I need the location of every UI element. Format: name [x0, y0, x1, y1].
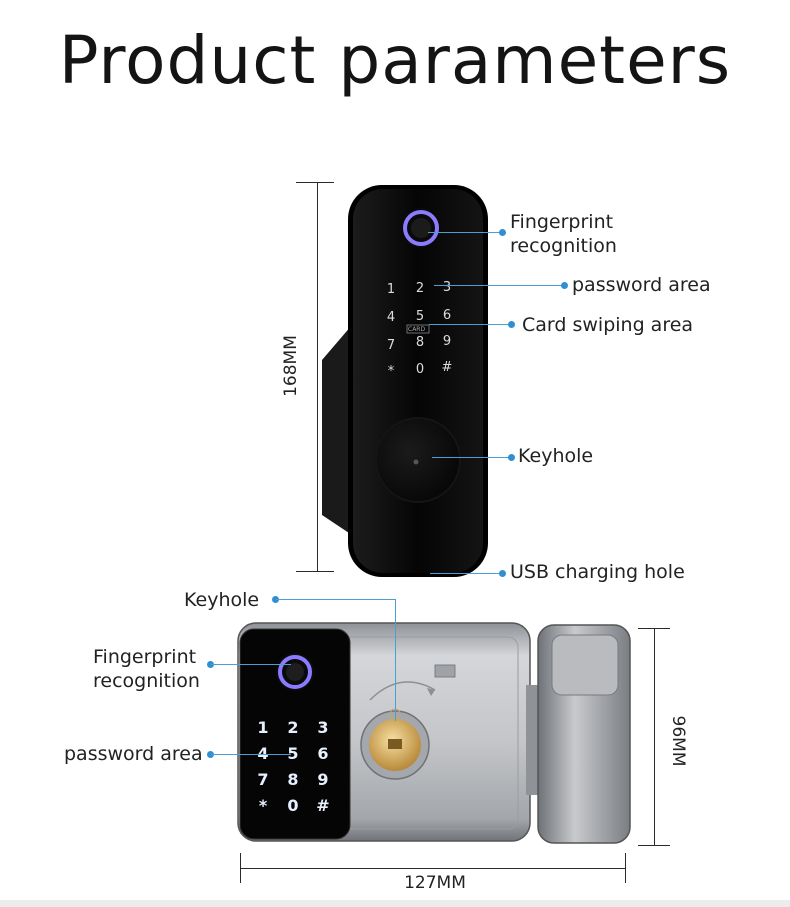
keypad-key: 4	[256, 744, 270, 763]
keypad-key: 6	[442, 308, 452, 323]
keypad-key: 2	[415, 281, 425, 296]
dim-line-horizontal	[240, 868, 626, 869]
callout-line	[211, 664, 291, 666]
height-dimension: 168MM	[281, 335, 301, 397]
callout-line	[430, 573, 500, 575]
keypad-key: 6	[317, 744, 329, 763]
label-fingerprint: Fingerprint recognition	[510, 211, 617, 257]
keypad-key: 3	[442, 280, 452, 295]
keypad-key: 0	[415, 362, 425, 377]
dim-line-vertical	[654, 628, 655, 846]
callout-dot	[508, 321, 515, 328]
callout-line	[432, 457, 512, 459]
keypad-key: 1	[386, 282, 396, 297]
callout-dot	[207, 661, 214, 668]
dim-tick-bottom	[296, 571, 334, 572]
keypad-key: 5	[287, 744, 299, 763]
dim-tick-top	[296, 182, 334, 183]
bottom-lock-image	[237, 622, 631, 844]
callout-dot	[561, 282, 568, 289]
keypad-key: 0	[287, 796, 299, 815]
bottom-strip	[0, 900, 790, 907]
callout-dot	[508, 454, 515, 461]
keypad-key: 7	[386, 338, 396, 353]
callout-line	[276, 599, 396, 601]
keypad-key: *	[258, 796, 268, 815]
label-usb-charging: USB charging hole	[510, 561, 685, 583]
height-dimension-bottom: 96MM	[668, 715, 688, 767]
callout-dot	[499, 570, 506, 577]
keypad-key: 8	[415, 335, 425, 350]
width-dimension: 127MM	[404, 873, 466, 893]
top-lock-image	[322, 185, 488, 577]
keypad-key: 5	[415, 309, 425, 324]
keypad-key: 7	[257, 770, 269, 789]
label-keyhole-bottom: Keyhole	[184, 589, 260, 611]
keypad-key: 1	[257, 718, 269, 737]
callout-dot	[272, 596, 279, 603]
keypad-key: 3	[317, 718, 329, 737]
keypad-key: 9	[317, 770, 329, 789]
callout-line	[434, 285, 564, 287]
keypad-key: 9	[442, 334, 452, 349]
keypad-key: #	[441, 360, 453, 375]
label-password-area: password area	[572, 274, 711, 296]
card-tag: CARD	[408, 326, 426, 333]
callout-line	[429, 324, 511, 326]
label-card-swiping: Card swiping area	[522, 314, 694, 336]
callout-dot	[499, 229, 506, 236]
keypad-key: 4	[386, 310, 396, 325]
label-fingerprint-bottom: Fingerprint recognition	[93, 646, 200, 692]
callout-line-vertical	[395, 599, 397, 721]
keypad-key: 2	[287, 718, 299, 737]
callout-line	[428, 232, 504, 234]
label-password-bottom: password area	[64, 743, 203, 765]
label-keyhole: Keyhole	[518, 445, 594, 467]
keypad-key: 8	[287, 770, 299, 789]
callout-dot	[207, 751, 214, 758]
page-title: Product parameters	[58, 22, 732, 99]
keypad-key: #	[316, 796, 330, 815]
callout-line	[211, 754, 291, 756]
dim-line-vertical	[317, 182, 318, 572]
keypad-key: *	[387, 364, 395, 379]
